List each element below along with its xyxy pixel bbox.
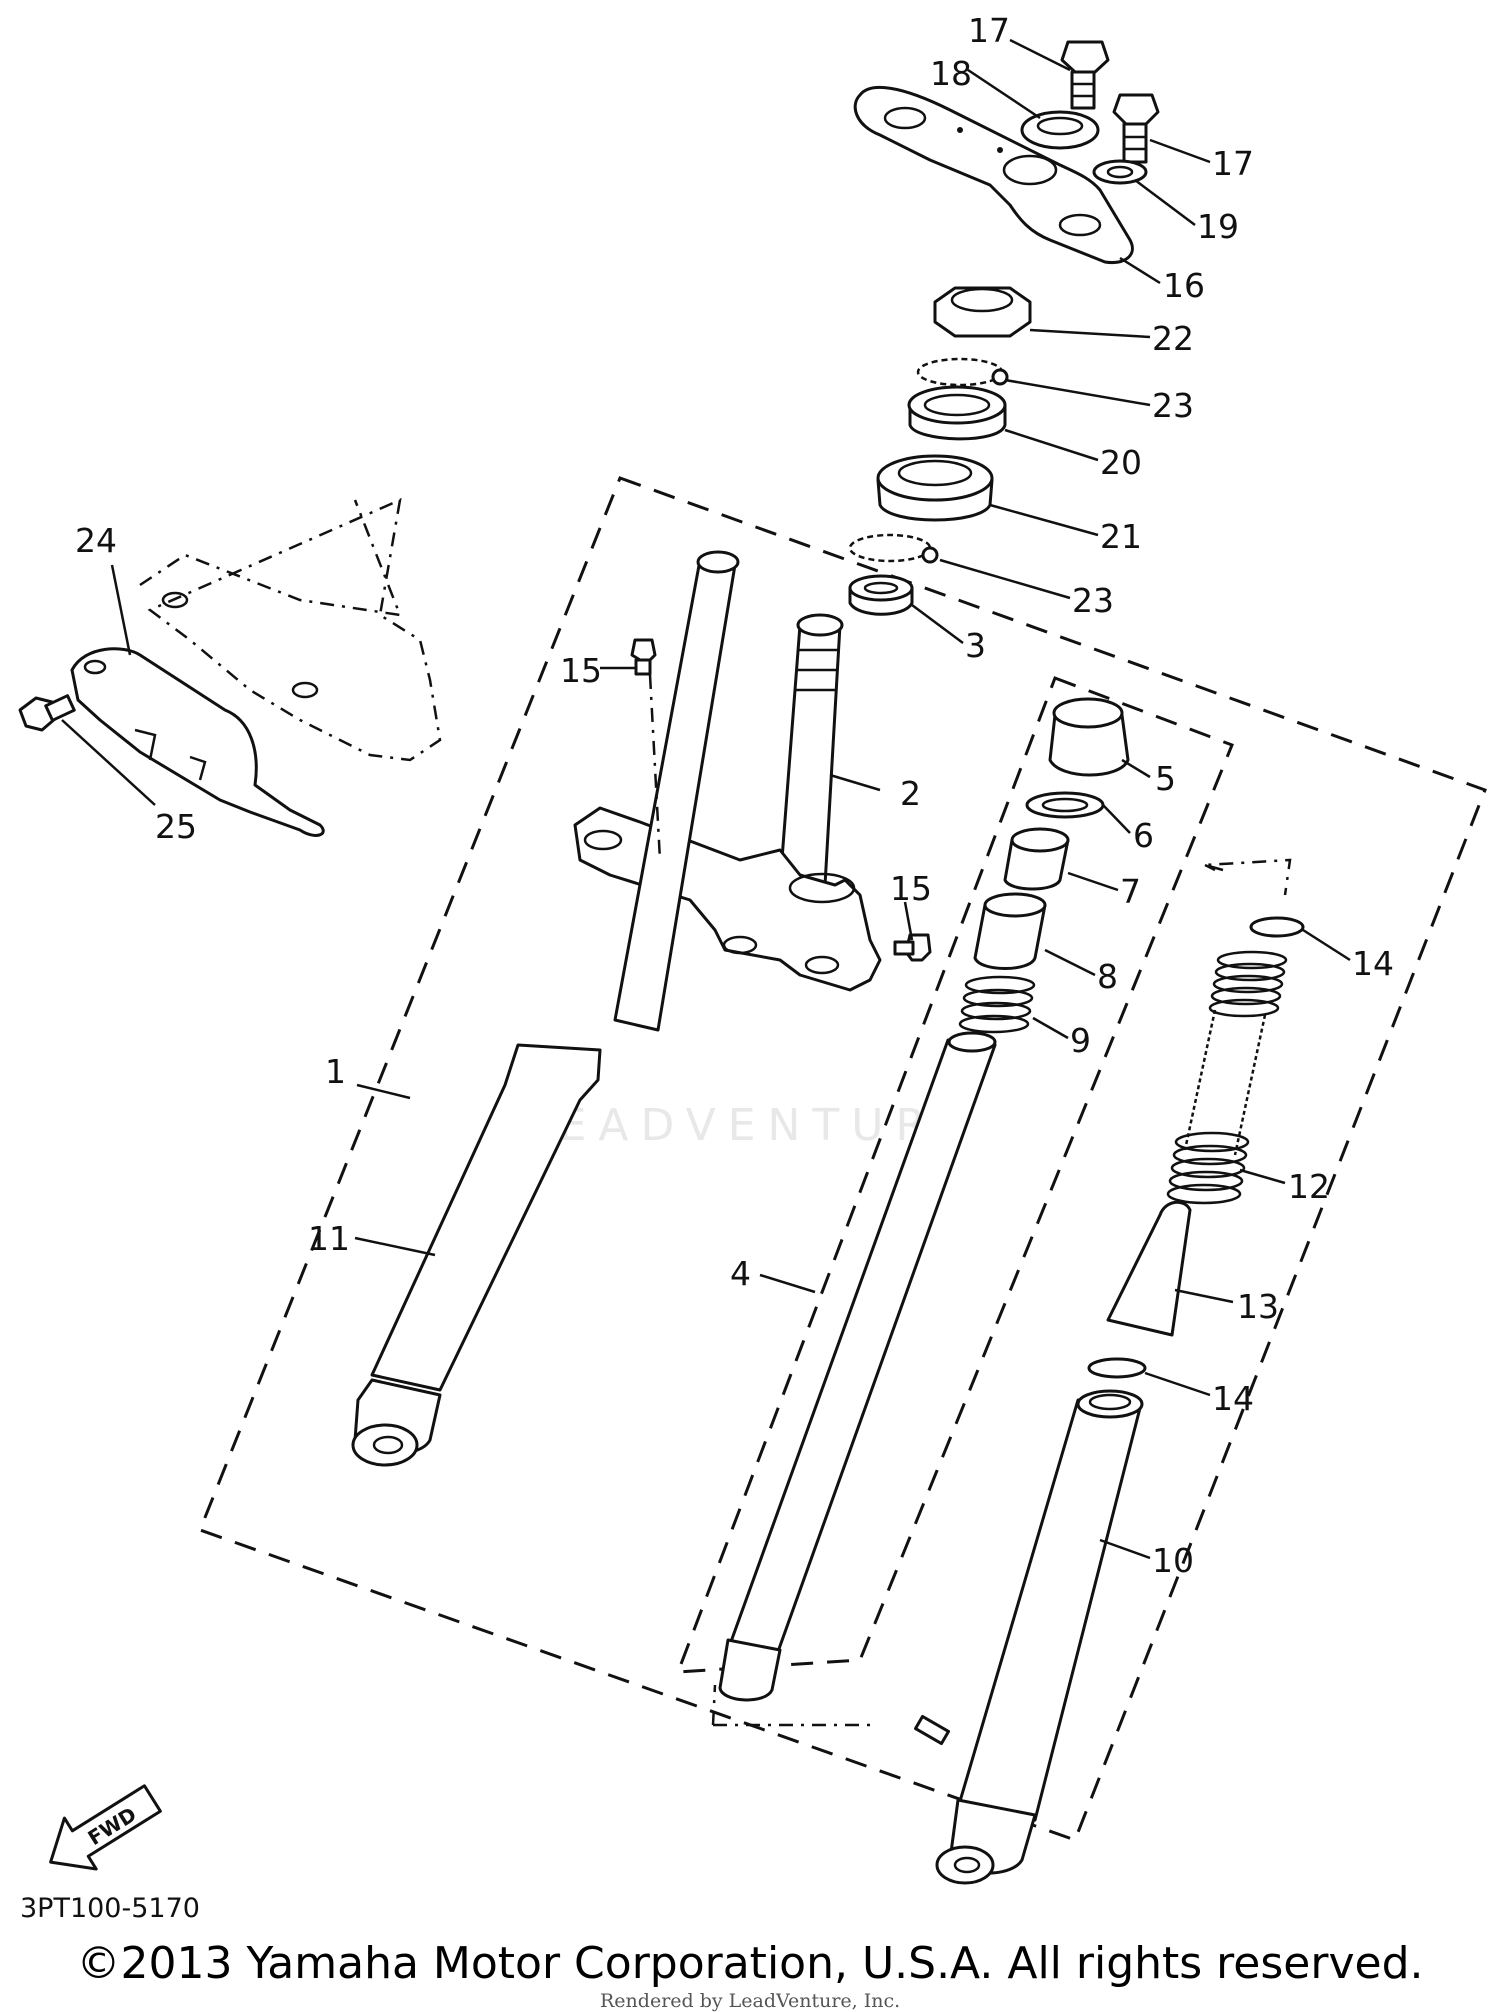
part-4-inner-tube[interactable] <box>718 1031 997 1702</box>
callout-24: 24 <box>75 521 117 560</box>
leader-lines <box>61 38 1351 1560</box>
assembly-linkage-lines <box>648 674 1292 1727</box>
part-18-collar[interactable] <box>1020 110 1100 150</box>
callout-11: 11 <box>308 1219 350 1258</box>
part-11-outer-tube[interactable] <box>351 1043 602 1467</box>
callout-19: 19 <box>1197 207 1239 246</box>
callout-5: 5 <box>1155 759 1176 798</box>
part-10-outer-tube[interactable] <box>914 1389 1144 1885</box>
callout-15b: 15 <box>890 869 932 908</box>
callout-10: 10 <box>1152 1541 1194 1580</box>
part-12-spring[interactable] <box>1166 950 1288 1205</box>
fwd-arrow-icon: FWD <box>49 1784 162 1871</box>
callout-17b: 17 <box>1212 144 1254 183</box>
part-20-bearing-race[interactable] <box>907 385 1007 441</box>
part-7-bushing[interactable] <box>1003 827 1070 891</box>
part-19-washer[interactable] <box>1092 159 1148 185</box>
callout-2: 2 <box>900 774 921 813</box>
part-17-bolt-a[interactable] <box>1060 40 1110 110</box>
part-5-cap[interactable] <box>1048 697 1130 777</box>
callout-8: 8 <box>1097 957 1118 996</box>
callout-labels: 17 18 17 19 16 22 23 20 21 23 3 15 2 15 … <box>75 11 1394 1580</box>
part-9-spring[interactable] <box>958 975 1036 1034</box>
callout-14a: 14 <box>1352 944 1394 983</box>
callout-4: 4 <box>730 1254 751 1293</box>
callout-17a: 17 <box>968 11 1010 50</box>
part-17-bolt-b[interactable] <box>1112 93 1160 164</box>
callout-7: 7 <box>1120 872 1141 911</box>
callout-9: 9 <box>1070 1021 1091 1060</box>
callout-15a: 15 <box>560 651 602 690</box>
part-3-dust-seal[interactable] <box>848 574 914 616</box>
part-23-ball-race-upper[interactable] <box>916 357 1009 387</box>
part-8-spacer[interactable] <box>973 892 1047 970</box>
callout-6: 6 <box>1133 816 1154 855</box>
part-14-circlip-lower[interactable] <box>1087 1357 1147 1379</box>
callout-23a: 23 <box>1152 386 1194 425</box>
callout-18: 18 <box>930 54 972 93</box>
part-24-cover[interactable] <box>70 647 325 837</box>
part-6-clip[interactable] <box>1025 791 1105 819</box>
callout-21: 21 <box>1100 517 1142 556</box>
callout-16: 16 <box>1163 266 1205 305</box>
rendered-by-text: Rendered by LeadVenture, Inc. <box>600 1990 901 2012</box>
part-21-bearing-race[interactable] <box>876 454 994 522</box>
part-13-damper-rod[interactable] <box>1106 1200 1192 1337</box>
callout-1: 1 <box>325 1052 346 1091</box>
part-16-handlebar-bracket[interactable] <box>853 85 1134 265</box>
callout-23b: 23 <box>1072 581 1114 620</box>
part-2-steering-stem[interactable] <box>778 613 844 887</box>
frame-outline <box>139 497 442 762</box>
part-22-ring-nut[interactable] <box>933 286 1032 338</box>
callout-25: 25 <box>155 807 197 846</box>
callout-13: 13 <box>1237 1287 1279 1326</box>
callout-14b: 14 <box>1212 1379 1254 1418</box>
part-1-fork-upper-tube[interactable] <box>613 550 740 1032</box>
part-25-bolt[interactable] <box>18 694 76 732</box>
callout-22: 22 <box>1152 319 1194 358</box>
callout-12: 12 <box>1288 1167 1330 1206</box>
callout-3: 3 <box>965 626 986 665</box>
part-14-circlip-upper[interactable] <box>1249 916 1305 938</box>
part-15-bolt-lower[interactable] <box>893 933 932 962</box>
part-under-bracket[interactable] <box>573 806 882 992</box>
callout-20: 20 <box>1100 443 1142 482</box>
copyright-notice: ©2013 Yamaha Motor Corporation, U.S.A. A… <box>76 1938 1424 1989</box>
part-23-ball-race-lower[interactable] <box>848 533 939 564</box>
assembly-4-boundary <box>675 676 1234 1674</box>
part-15-bolt-upper[interactable] <box>630 638 657 676</box>
assembly-1-boundary <box>198 476 1487 1842</box>
diagram-code: 3PT100-5170 <box>20 1893 200 1924</box>
